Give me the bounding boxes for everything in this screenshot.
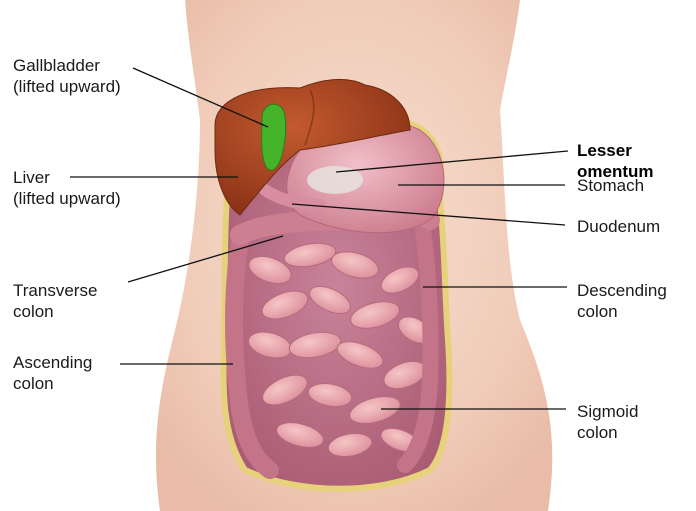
label-stomach-line1: Stomach	[577, 175, 644, 196]
label-transverse-colon: Transverse colon	[13, 280, 97, 322]
label-gallbladder-line1: Gallbladder	[13, 55, 121, 76]
label-duodenum: Duodenum	[577, 216, 660, 237]
label-stomach: Stomach	[577, 175, 644, 196]
label-gallbladder-line2: (lifted upward)	[13, 76, 121, 97]
label-descending-colon: Descending colon	[577, 280, 667, 322]
label-descending-colon-line1: Descending	[577, 280, 667, 301]
label-gallbladder: Gallbladder (lifted upward)	[13, 55, 121, 97]
label-liver-line2: (lifted upward)	[13, 188, 121, 209]
label-liver: Liver (lifted upward)	[13, 167, 121, 209]
label-ascending-colon: Ascending colon	[13, 352, 92, 394]
label-sigmoid-colon-line1: Sigmoid	[577, 401, 638, 422]
label-transverse-colon-line2: colon	[13, 301, 97, 322]
label-liver-line1: Liver	[13, 167, 121, 188]
label-sigmoid-colon-line2: colon	[577, 422, 638, 443]
label-duodenum-line1: Duodenum	[577, 216, 660, 237]
label-ascending-colon-line2: colon	[13, 373, 92, 394]
label-transverse-colon-line1: Transverse	[13, 280, 97, 301]
label-lesser-omentum-line1: Lesser	[577, 140, 654, 161]
label-sigmoid-colon: Sigmoid colon	[577, 401, 638, 443]
label-ascending-colon-line1: Ascending	[13, 352, 92, 373]
label-descending-colon-line2: colon	[577, 301, 667, 322]
